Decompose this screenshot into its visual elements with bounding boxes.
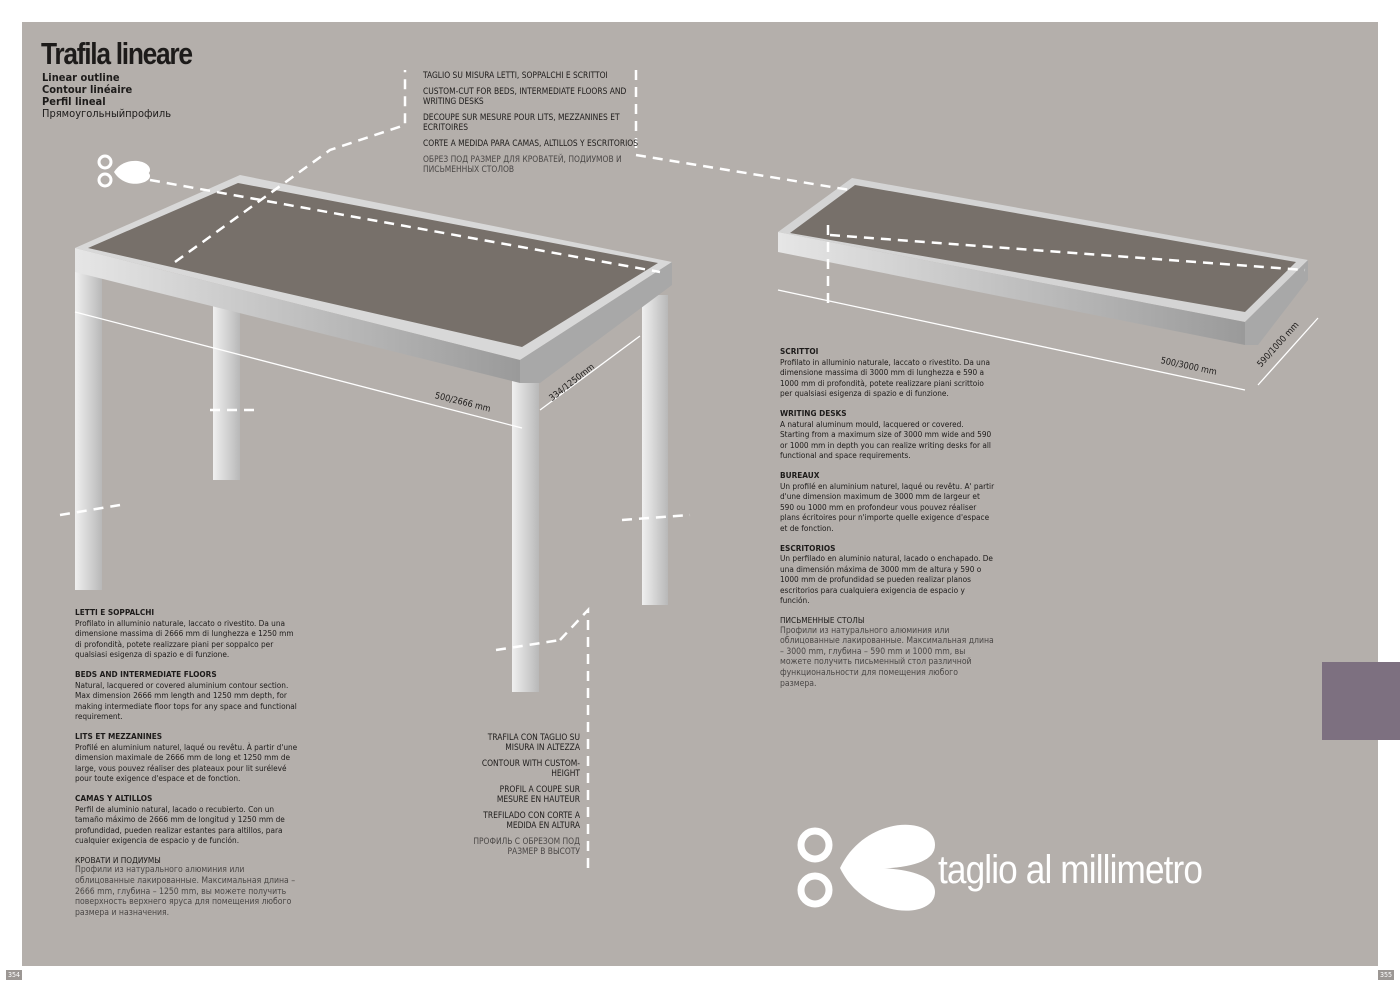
height-callout: TRAFILA CON TAGLIO SU MISURA IN ALTEZZA … — [468, 732, 580, 862]
subtitle-en: Linear outline — [42, 71, 120, 84]
paragraph: Perfil de aluminio natural, lacado o rec… — [75, 803, 285, 846]
height-callout-it: TRAFILA CON TAGLIO SU MISURA IN ALTEZZA — [487, 732, 580, 752]
heading: LITS ET MEZZANINES — [75, 730, 163, 741]
dashed-cut-lines — [59, 70, 1306, 870]
paragraph: Профили из натурального алюминия или обл… — [75, 865, 296, 918]
heading: BUREAUX — [780, 469, 820, 480]
scissors-logo-icon — [797, 824, 935, 911]
page-number-right: 355 — [1377, 970, 1394, 980]
subtitle-es: Perfil lineal — [42, 95, 106, 108]
heading: SCRITTOI — [780, 346, 819, 356]
paragraph: Un profilé en aluminium naturel, laqué o… — [780, 480, 995, 533]
heading: WRITING DESKS — [780, 407, 847, 418]
callout-en: CUSTOM-CUT FOR BEDS, INTERMEDIATE FLOORS… — [423, 86, 627, 106]
desk-top-illustration — [778, 178, 1308, 345]
dimension-lines — [74, 289, 1319, 429]
callout-ru: ОБРЕЗ ПОД РАЗМЕР ДЛЯ КРОВАТЕЙ, ПОДИУМОВ … — [423, 154, 622, 174]
page-number-left: 354 — [6, 970, 23, 980]
paragraph: Профили из натурального алюминия или обл… — [780, 625, 994, 689]
subtitle-ru: Прямоугольныйпрофиль — [42, 107, 172, 120]
callout-fr: DECOUPE SUR MESURE POUR LITS, MEZZANINES… — [423, 112, 620, 132]
heading: ПИСЬМЕННЫЕ СТОЛЫ — [780, 615, 865, 626]
heading: КРОВАТИ И ПОДИУМЫ — [75, 854, 161, 865]
heading: CAMAS Y ALTILLOS — [75, 792, 153, 803]
subtitle-fr: Contour linéaire — [42, 83, 133, 96]
paragraph: Profilato in alluminio naturale, laccato… — [780, 356, 991, 399]
heading: BEDS AND INTERMEDIATE FLOORS — [75, 668, 217, 679]
height-callout-ru: ПРОФИЛЬ С ОБРЕЗОМ ПОД РАЗМЕР В ВЫСОТУ — [473, 836, 580, 856]
page-title: Trafila lineare — [41, 36, 193, 71]
heading: ESCRITORIOS — [780, 542, 836, 553]
scissors-icon-small — [97, 154, 150, 188]
bed-frame-illustration — [75, 175, 672, 692]
callout-it: TAGLIO SU MISURA LETTI, SOPPALCHI E SCRI… — [423, 70, 608, 80]
brand-logo-text: taglio al millimetro — [938, 848, 1203, 892]
paragraph: Profilato in alluminio naturale, laccato… — [75, 617, 294, 660]
subtitles: Linear outline Contour linéaire Perfil l… — [42, 72, 171, 120]
heading: LETTI E SOPPALCHI — [75, 607, 155, 617]
paragraph: Un perfilado en aluminio natural, lacado… — [780, 553, 993, 606]
paragraph: Profilé en aluminium naturel, laqué ou r… — [75, 741, 298, 784]
section-tab — [1322, 662, 1400, 740]
paragraph: Natural, lacquered or covered aluminium … — [75, 679, 297, 722]
height-callout-fr: PROFIL A COUPE SUR MESURE EN HAUTEUR — [496, 784, 580, 804]
callout-es: CORTE A MEDIDA PARA CAMAS, ALTILLOS Y ES… — [423, 138, 639, 148]
height-callout-es: TREFILADO CON CORTE A MEDIDA EN ALTURA — [483, 810, 580, 830]
top-callout: TAGLIO SU MISURA LETTI, SOPPALCHI E SCRI… — [423, 70, 638, 180]
height-callout-en: CONTOUR WITH CUSTOM-HEIGHT — [481, 758, 580, 778]
paragraph: A natural aluminum mould, lacquered or c… — [780, 418, 992, 461]
